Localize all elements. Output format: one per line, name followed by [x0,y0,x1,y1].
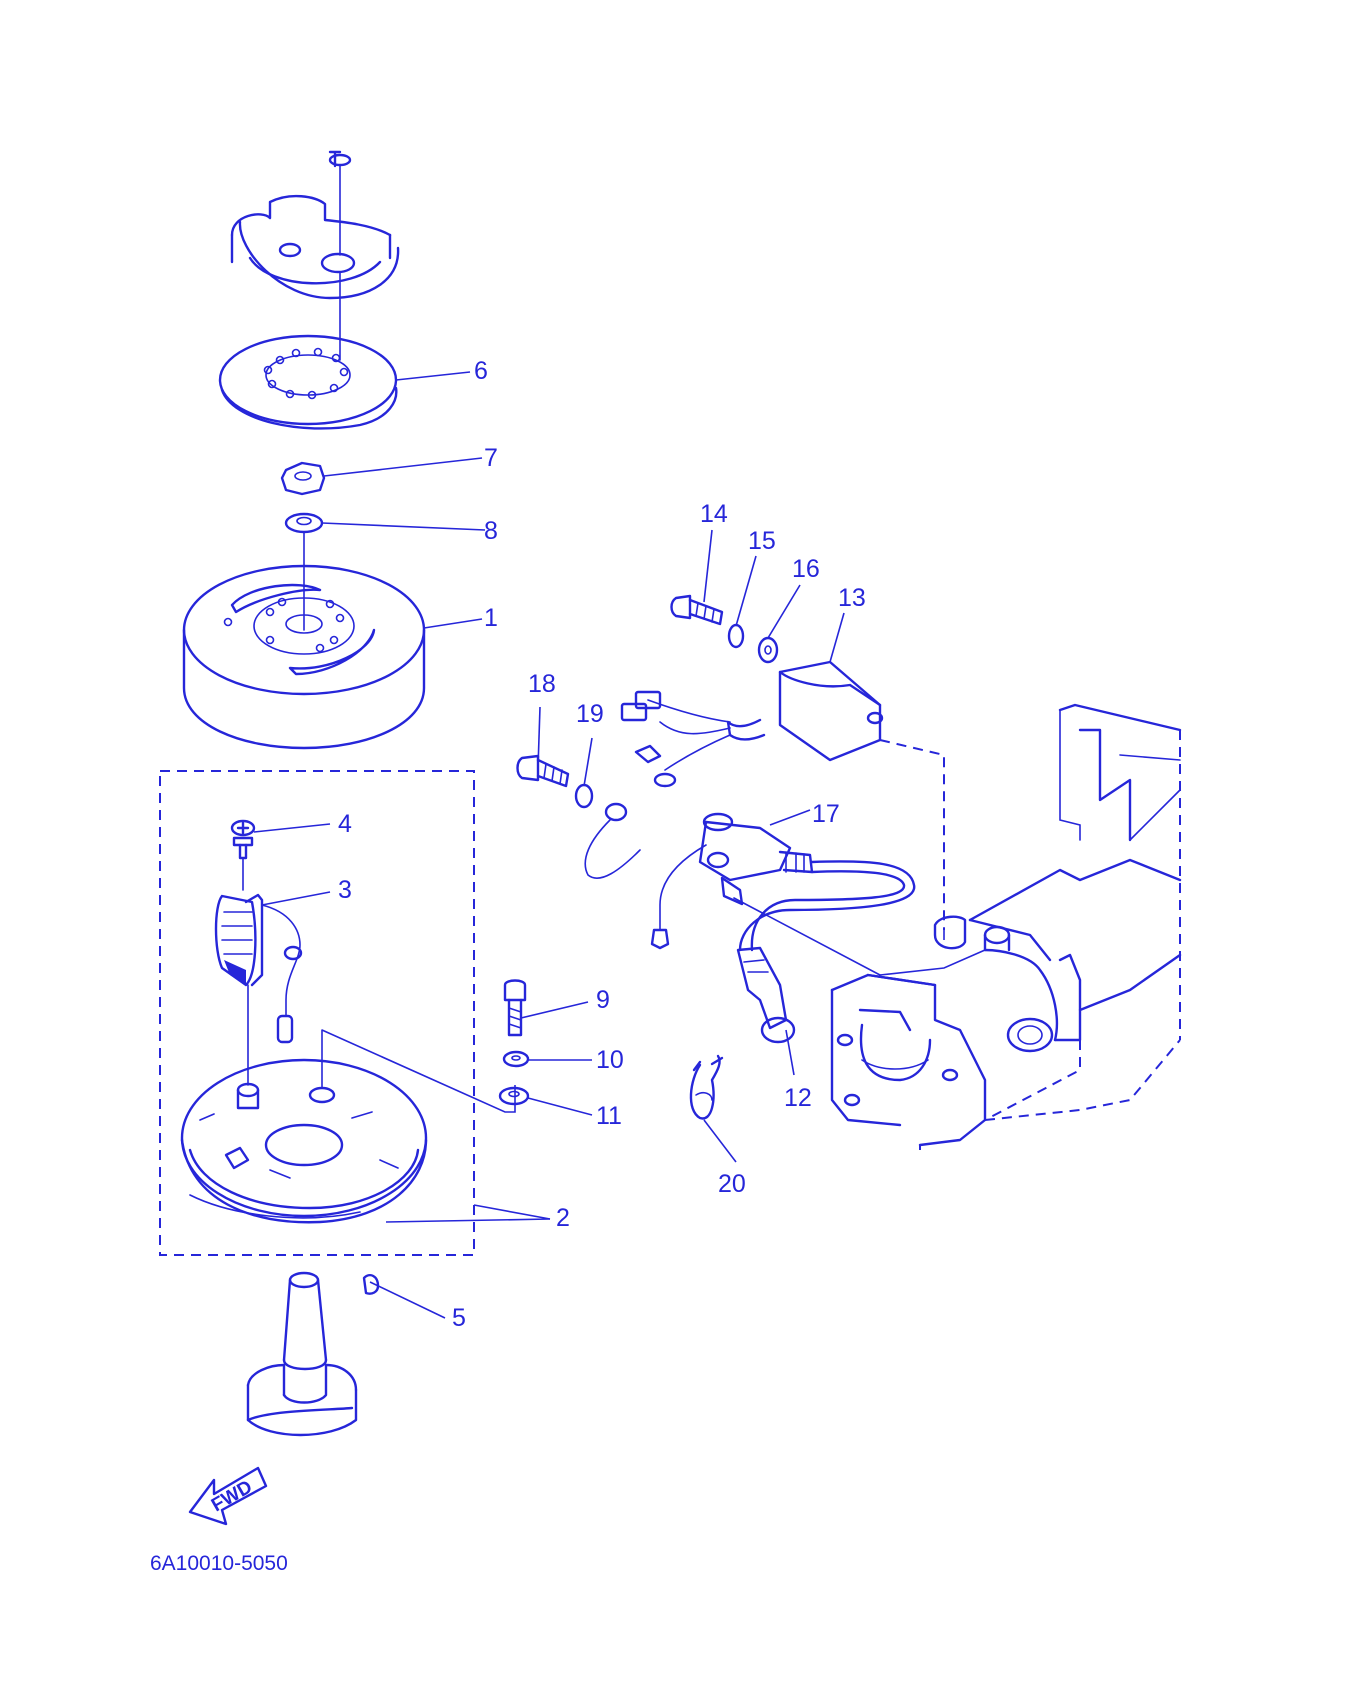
screw-part-4 [230,819,256,891]
bolt-part-18 [516,754,570,788]
callout-19: 19 [576,700,604,728]
nut-part-7 [280,461,326,496]
engine-block [830,703,1182,1150]
callout-4: 4 [338,810,352,838]
stator-base-plate [180,1029,428,1224]
bolt-part-9 [503,979,527,1037]
clip-part-20 [689,1054,724,1120]
callout-18: 18 [528,670,556,698]
stator-assembly-box [159,770,475,1256]
callout-12: 12 [784,1084,812,1112]
crankshaft [246,1271,358,1437]
charge-coil-part-3 [214,893,303,1086]
leader-lines [253,371,845,1319]
callout-13: 13 [838,584,866,612]
bolt-part-14 [670,594,724,626]
callout-6: 6 [474,357,488,385]
callout-15: 15 [748,527,776,555]
washer-part-8 [284,512,324,534]
plate-part-6 [218,334,398,430]
cdi-unit-part-13 [620,660,884,788]
callout-17: 17 [812,800,840,828]
spring-washer-part-10 [502,1050,530,1068]
spring-washer-part-15 [727,623,745,649]
diagram-reference-code: 6A10010-5050 [150,1552,288,1575]
callout-10: 10 [596,1046,624,1074]
starter-cup-part [230,150,400,361]
callout-20: 20 [718,1170,746,1198]
ignition-coil-part-17 [584,802,916,976]
callout-2: 2 [556,1204,570,1232]
callout-8: 8 [484,517,498,545]
callout-9: 9 [596,986,610,1014]
washer-part-19 [574,783,594,809]
forward-direction-arrow: FWD [188,1466,268,1526]
callout-1: 1 [484,604,498,632]
callout-16: 16 [792,555,820,583]
callout-5: 5 [452,1304,466,1332]
spark-plug-cap-part-12 [736,946,796,1044]
callout-14: 14 [700,500,728,528]
washer-part-16 [757,636,779,664]
washer-part-11 [498,1086,530,1106]
callout-7: 7 [484,444,498,472]
flywheel-part-1 [182,531,426,750]
callout-labels: 1 2 3 4 5 6 7 8 9 10 11 12 13 14 15 16 1… [338,357,866,1332]
callout-11: 11 [596,1102,622,1130]
callout-3: 3 [338,876,352,904]
